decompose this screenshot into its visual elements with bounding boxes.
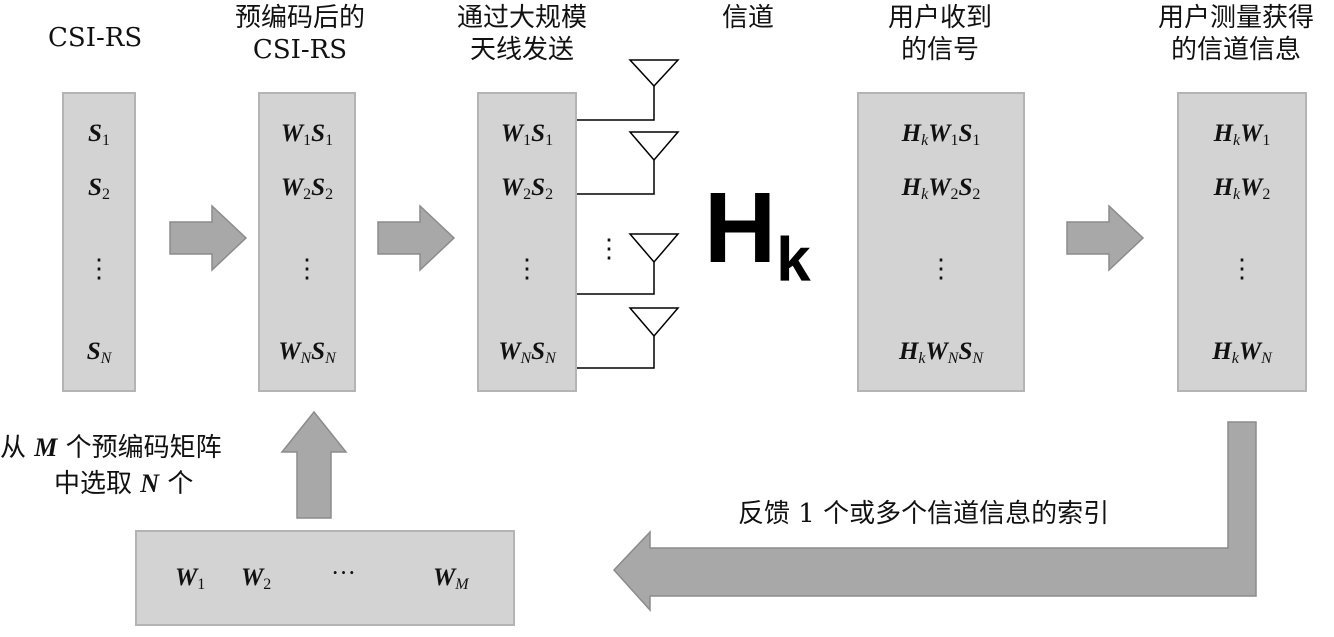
entry-w1s1: W1S1 bbox=[280, 120, 334, 149]
header-precoded-line1: 预编码后的 bbox=[234, 3, 365, 33]
right-arrow-icon bbox=[1066, 204, 1145, 272]
antenna-vdots: ⋮ bbox=[596, 234, 622, 264]
header-csi-rs: CSI-RS bbox=[48, 23, 143, 53]
header-precoded-line2: CSI-RS bbox=[252, 35, 348, 65]
header-measured: 用户测量获得 的信道信息 bbox=[1148, 2, 1324, 66]
hdots: ··· bbox=[331, 560, 356, 587]
header-channel: 信道 bbox=[722, 3, 775, 33]
vdots: ⋮ bbox=[514, 254, 540, 284]
feedback-label: 反馈 1 个或多个信道信息的索引 bbox=[738, 499, 1110, 529]
entry-w2s2: W2S2 bbox=[500, 174, 554, 203]
header-measured-line2: 的信道信息 bbox=[1170, 35, 1301, 65]
header-precoded: 预编码后的 CSI-RS bbox=[228, 2, 372, 66]
entry-s2: S2 bbox=[88, 174, 110, 203]
entry-hkwn: HkWN bbox=[1212, 338, 1272, 367]
entry-wnsn: WNSN bbox=[498, 338, 556, 367]
precoded-csi-rs-box: W1S1 W2S2 ⋮ WNSN bbox=[258, 92, 356, 392]
entry-w2: W2 bbox=[241, 564, 272, 593]
right-arrow-icon bbox=[377, 204, 456, 272]
entry-s1: S1 bbox=[88, 120, 110, 149]
entry-sn: SN bbox=[86, 338, 112, 367]
entry-w2s2: W2S2 bbox=[280, 174, 334, 203]
vdots: ⋮ bbox=[294, 254, 320, 284]
feedback-arrow-icon bbox=[612, 421, 1257, 612]
entry-hkw2s2: HkW2S2 bbox=[901, 174, 981, 203]
right-arrow-icon bbox=[169, 204, 248, 272]
select-note-line1: 从 M 个预编码矩阵 bbox=[0, 433, 222, 463]
entry-wnsn: WNSN bbox=[278, 338, 336, 367]
received-signal-box: HkW1S1 HkW2S2 ⋮ HkWNSN bbox=[857, 92, 1025, 392]
antenna-icon bbox=[628, 307, 680, 338]
entry-wm: WM bbox=[433, 564, 469, 593]
entry-hkw1: HkW1 bbox=[1213, 120, 1271, 149]
entry-hkw1s1: HkW1S1 bbox=[901, 120, 981, 149]
header-received: 用户收到 的信号 bbox=[878, 2, 1002, 66]
channel-symbol: Hk bbox=[704, 172, 811, 295]
antenna-icon bbox=[628, 131, 680, 162]
select-note: 从 M 个预编码矩阵 中选取 N 个 bbox=[0, 430, 222, 502]
header-transmit: 通过大规模 天线发送 bbox=[440, 2, 604, 66]
header-received-line2: 的信号 bbox=[900, 35, 979, 65]
entry-w1: W1 bbox=[175, 564, 206, 593]
vdots: ⋮ bbox=[86, 254, 112, 284]
codebook-box: W1 W2 ··· WM bbox=[135, 530, 515, 626]
header-transmit-line2: 天线发送 bbox=[469, 35, 574, 65]
up-arrow-icon bbox=[280, 410, 348, 519]
antenna-icon bbox=[628, 59, 680, 88]
csi-rs-box: S1 S2 ⋮ SN bbox=[62, 92, 136, 392]
vdots: ⋮ bbox=[928, 254, 954, 284]
antenna-icon bbox=[628, 233, 680, 264]
select-note-line2: 中选取 N 个 bbox=[54, 469, 194, 499]
header-measured-line1: 用户测量获得 bbox=[1157, 3, 1314, 33]
header-received-line1: 用户收到 bbox=[887, 3, 992, 33]
vdots: ⋮ bbox=[1229, 254, 1255, 284]
entry-hkwnsn: HkWNSN bbox=[898, 338, 984, 367]
entry-w1s1: W1S1 bbox=[500, 120, 554, 149]
header-transmit-line1: 通过大规模 bbox=[456, 3, 587, 33]
measured-channel-box: HkW1 HkW2 ⋮ HkWN bbox=[1177, 92, 1307, 392]
entry-hkw2: HkW2 bbox=[1213, 174, 1271, 203]
antenna-wires bbox=[577, 86, 655, 369]
transmit-box: W1S1 W2S2 ⋮ WNSN bbox=[477, 92, 577, 392]
